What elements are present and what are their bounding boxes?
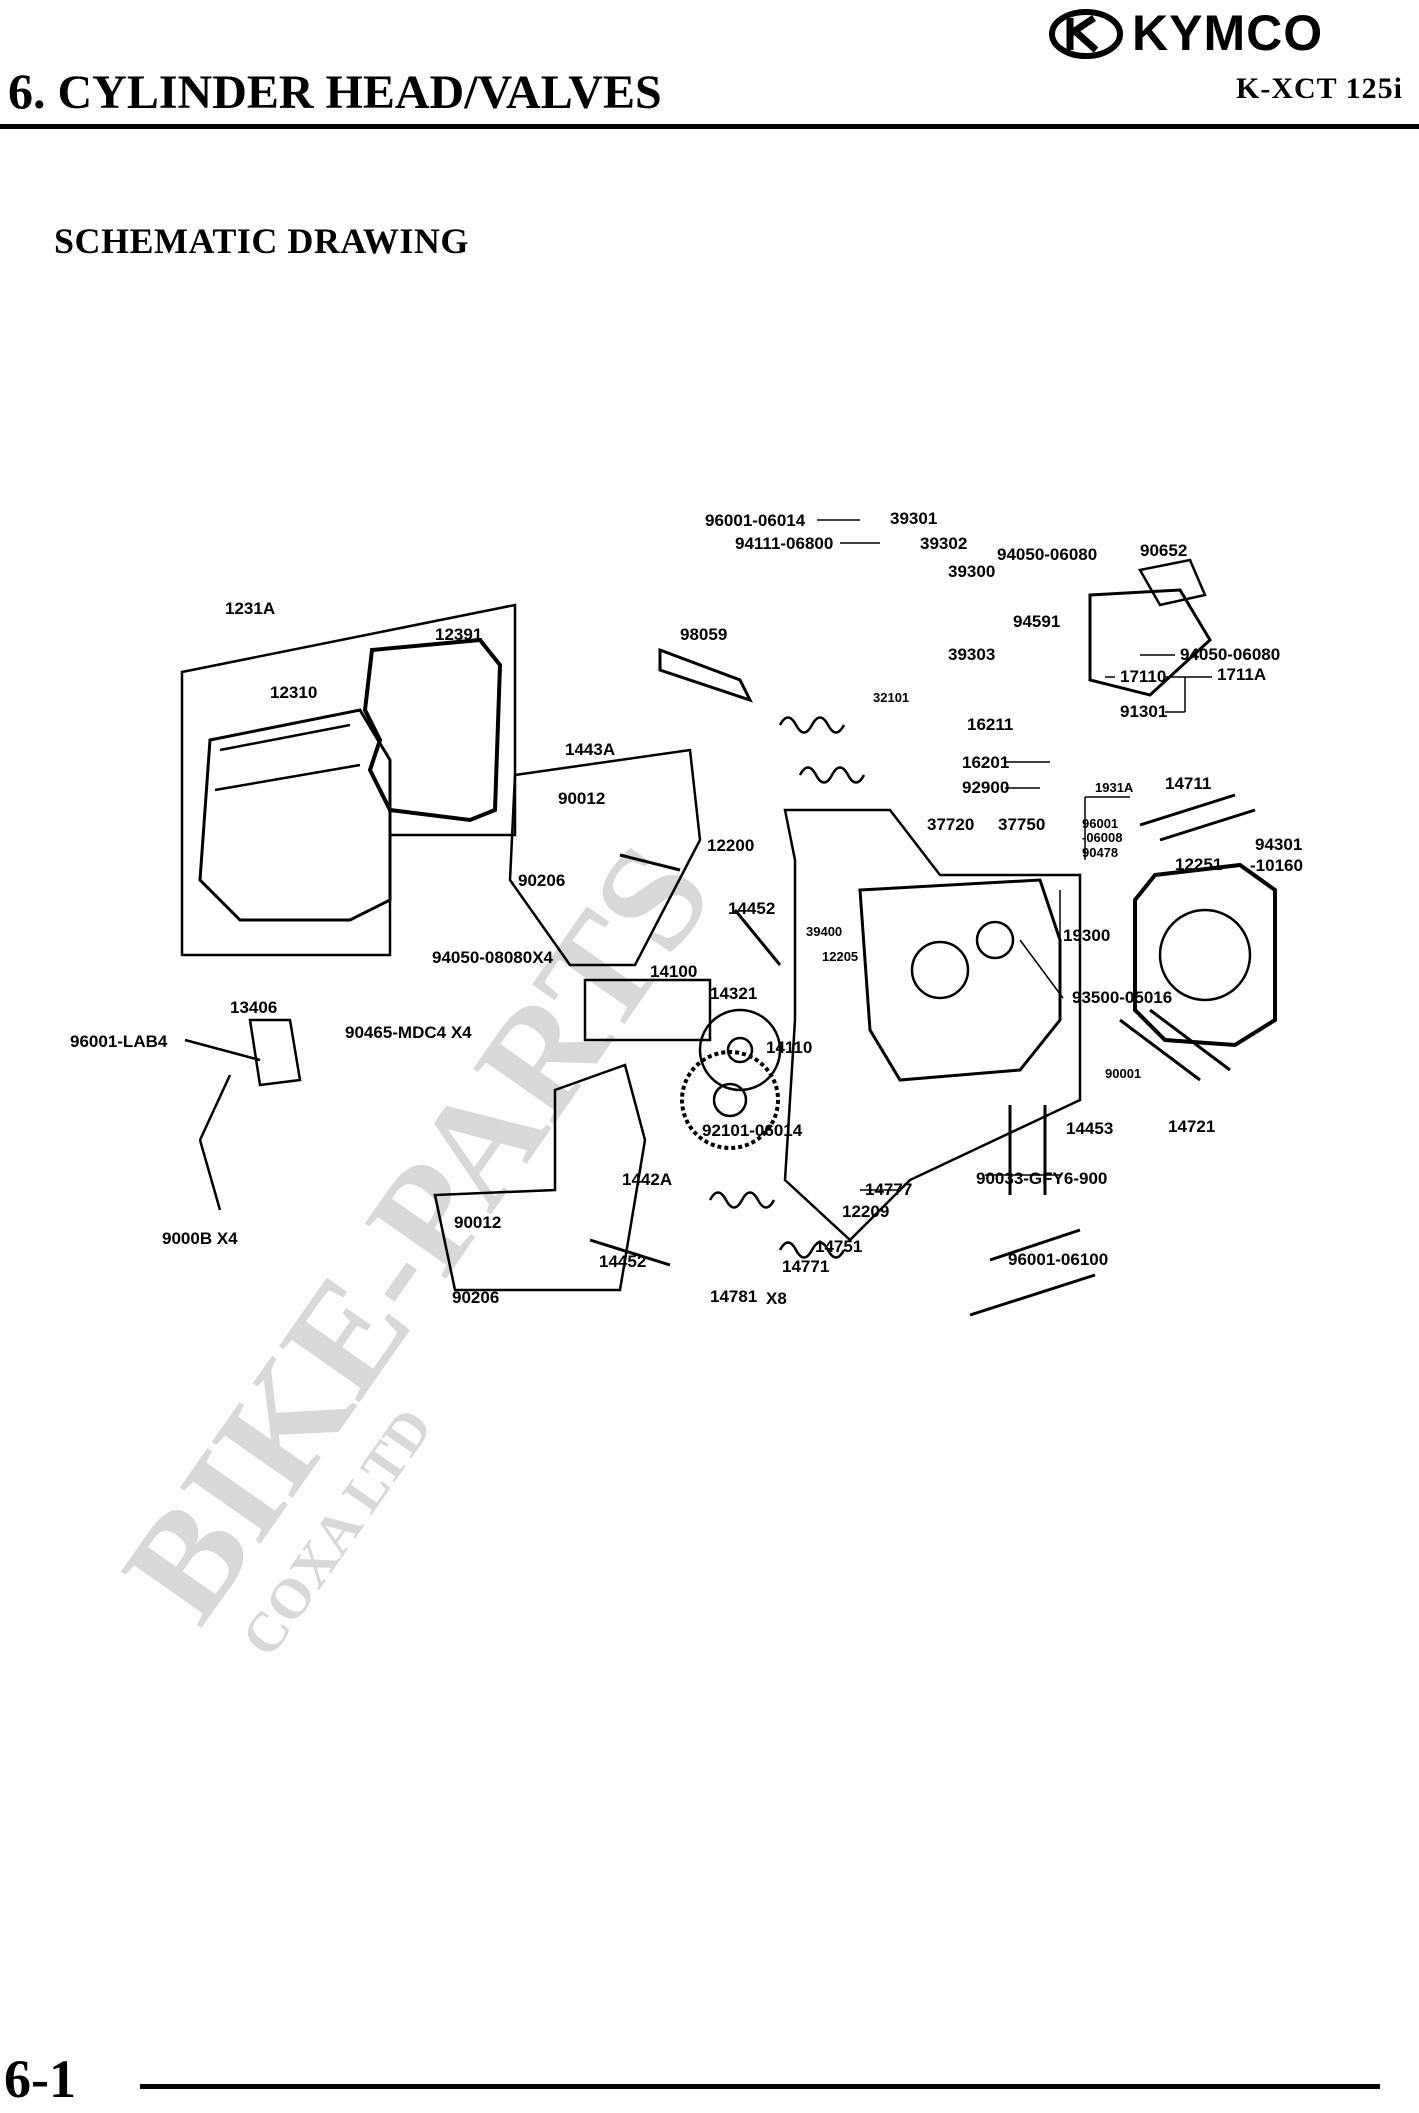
label-14452-top: 14452 <box>728 899 775 918</box>
label-90012-top: 90012 <box>558 789 605 808</box>
label-92101-06014: 92101-06014 <box>702 1121 803 1140</box>
kymco-logo-icon <box>1049 9 1123 59</box>
label-14321: 14321 <box>710 984 757 1003</box>
label-94050-06080-top: 94050-06080 <box>997 545 1097 564</box>
label-14771: 14771 <box>782 1257 829 1276</box>
label-90478: 90478 <box>1082 845 1118 860</box>
header-rule <box>0 124 1419 129</box>
label-19300: 19300 <box>1063 926 1110 945</box>
label-39303: 39303 <box>948 645 995 664</box>
label-16201: 16201 <box>962 753 1009 772</box>
label-1442A: 1442A <box>622 1170 672 1189</box>
label-39400: 39400 <box>806 924 842 939</box>
chapter-number: 6. <box>8 63 46 119</box>
label-92900: 92900 <box>962 778 1009 797</box>
label-94591: 94591 <box>1013 612 1060 631</box>
section-title: SCHEMATIC DRAWING <box>54 221 469 261</box>
label-90206-top: 90206 <box>518 871 565 890</box>
label-96001-06008-a: 96001 <box>1082 816 1118 831</box>
label-94050-06080-right: 94050-06080 <box>1180 645 1280 664</box>
page-number: 6-1 <box>4 2049 76 2109</box>
label-39301: 39301 <box>890 509 937 528</box>
label-14721: 14721 <box>1168 1117 1215 1136</box>
label-14100: 14100 <box>650 962 697 981</box>
label-1711A: 1711A <box>1217 665 1266 684</box>
label-1443A: 1443A <box>565 740 615 759</box>
brand-name: KYMCO <box>1132 5 1324 61</box>
label-94050-08080x4: 94050-08080X4 <box>432 948 554 967</box>
label-17110: 17110 <box>1120 667 1166 686</box>
label-37720: 37720 <box>927 815 974 834</box>
label-98059: 98059 <box>680 625 727 644</box>
label-90465-mdc4: 90465-MDC4 X4 <box>345 1023 472 1042</box>
label-14751: 14751 <box>815 1237 862 1256</box>
chapter-title: 6. CYLINDER HEAD/VALVES <box>8 62 662 120</box>
part-outlines <box>180 558 1277 1317</box>
label-39300: 39300 <box>948 562 995 581</box>
label-14452-bottom: 14452 <box>599 1252 646 1271</box>
label-90033-gfy6-900: 90033-GFY6-900 <box>976 1169 1107 1188</box>
label-96001-lab4: 96001-LAB4 <box>70 1032 168 1051</box>
label-13406: 13406 <box>230 998 277 1017</box>
label-14781: 14781 <box>710 1287 757 1306</box>
chapter-title-text: CYLINDER HEAD/VALVES <box>57 66 662 119</box>
label-94301-a: 94301 <box>1255 835 1302 854</box>
label-9000b-x4: 9000B X4 <box>162 1229 238 1248</box>
leader-lines <box>817 519 1212 1191</box>
label-90206-bottom: 90206 <box>452 1288 499 1307</box>
label-37750: 37750 <box>998 815 1045 834</box>
label-1231A: 1231A <box>225 599 275 618</box>
label-90012-bottom: 90012 <box>454 1213 501 1232</box>
label-32101: 32101 <box>873 690 909 705</box>
label-94111-06800: 94111-06800 <box>735 534 833 553</box>
label-14453: 14453 <box>1066 1119 1113 1138</box>
label-91301: 91301 <box>1120 702 1167 721</box>
footer-rule <box>140 2084 1380 2089</box>
label-14110: 14110 <box>766 1038 812 1057</box>
exploded-schematic: BIKE-PARTS COXA LTD <box>70 509 1303 1667</box>
label-96001-06008-b: -06008 <box>1082 830 1122 845</box>
label-90652: 90652 <box>1140 541 1187 560</box>
model-name: K-XCT 125i <box>1236 72 1403 105</box>
label-96001-06014: 96001-06014 <box>705 511 806 530</box>
page-header: KYMCO 6. CYLINDER HEAD/VALVES K-XCT 125i <box>0 0 1419 140</box>
label-14781-x8: X8 <box>766 1289 787 1308</box>
label-12205: 12205 <box>822 949 858 964</box>
label-12209: 12209 <box>842 1202 889 1221</box>
label-16211: 16211 <box>967 715 1013 734</box>
label-93500-05016: 93500-05016 <box>1072 988 1172 1007</box>
label-12310: 12310 <box>270 683 317 702</box>
label-96001-06100: 96001-06100 <box>1008 1250 1108 1269</box>
label-12391: 12391 <box>435 625 482 644</box>
label-94301-b: -10160 <box>1250 856 1303 875</box>
label-12200: 12200 <box>707 836 754 855</box>
label-14711: 14711 <box>1165 774 1211 793</box>
label-12251: 12251 <box>1175 855 1222 874</box>
label-1931A: 1931A <box>1095 780 1134 795</box>
label-39302: 39302 <box>920 534 967 553</box>
label-90001: 90001 <box>1105 1066 1141 1081</box>
